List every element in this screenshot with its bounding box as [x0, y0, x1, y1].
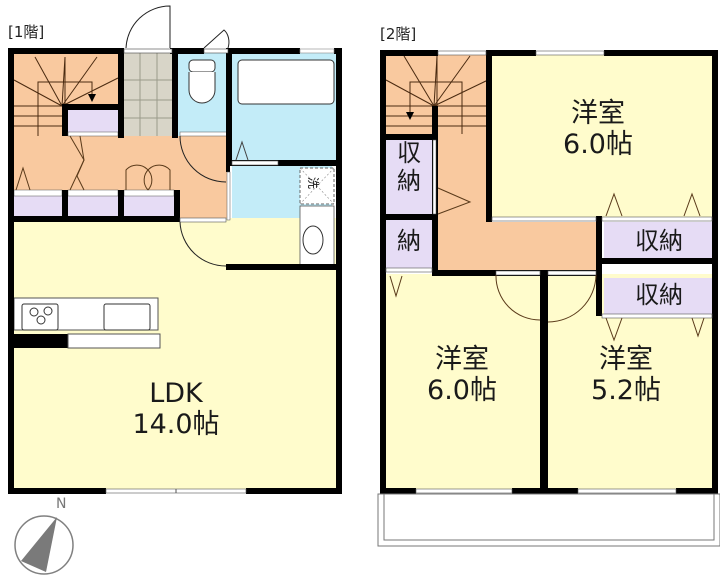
bedroom-left	[384, 274, 542, 490]
compass-icon	[14, 515, 74, 575]
room-size: 6.0帖	[563, 129, 633, 161]
storage-left-bottom-label: 納	[397, 227, 421, 255]
storage-right-top-label: 収納	[635, 227, 683, 255]
bedroom-top-label: 洋室 6.0帖	[538, 98, 658, 160]
entry-tile	[124, 52, 174, 136]
room-name: 洋室	[599, 344, 653, 375]
room-name: LDK	[149, 378, 203, 409]
room-name: 洋室	[435, 344, 489, 375]
floor2-label: [2階]	[380, 25, 417, 43]
storage-right-bottom-label: 収納	[635, 281, 683, 309]
room-size: 14.0帖	[132, 409, 220, 441]
room-name: 洋室	[571, 98, 625, 129]
room-size: 5.2帖	[591, 375, 661, 407]
bedroom-left-label: 洋室 6.0帖	[402, 344, 522, 406]
bedroom-right-label: 洋室 5.2帖	[566, 344, 686, 406]
room-size: 6.0帖	[427, 375, 497, 407]
floor2-plan	[377, 50, 720, 547]
bedroom-top	[492, 54, 714, 218]
storage-char: 収	[397, 139, 421, 167]
compass-north-label: N	[56, 496, 67, 512]
laundry-label: 洗	[305, 176, 320, 189]
storage-left-top-label: 収 納	[388, 139, 430, 195]
floor1-plan	[8, 5, 342, 494]
storage-char: 納	[397, 166, 421, 195]
ldk-room-label: LDK 14.0帖	[116, 378, 236, 440]
floor1-label: [1階]	[8, 23, 45, 41]
